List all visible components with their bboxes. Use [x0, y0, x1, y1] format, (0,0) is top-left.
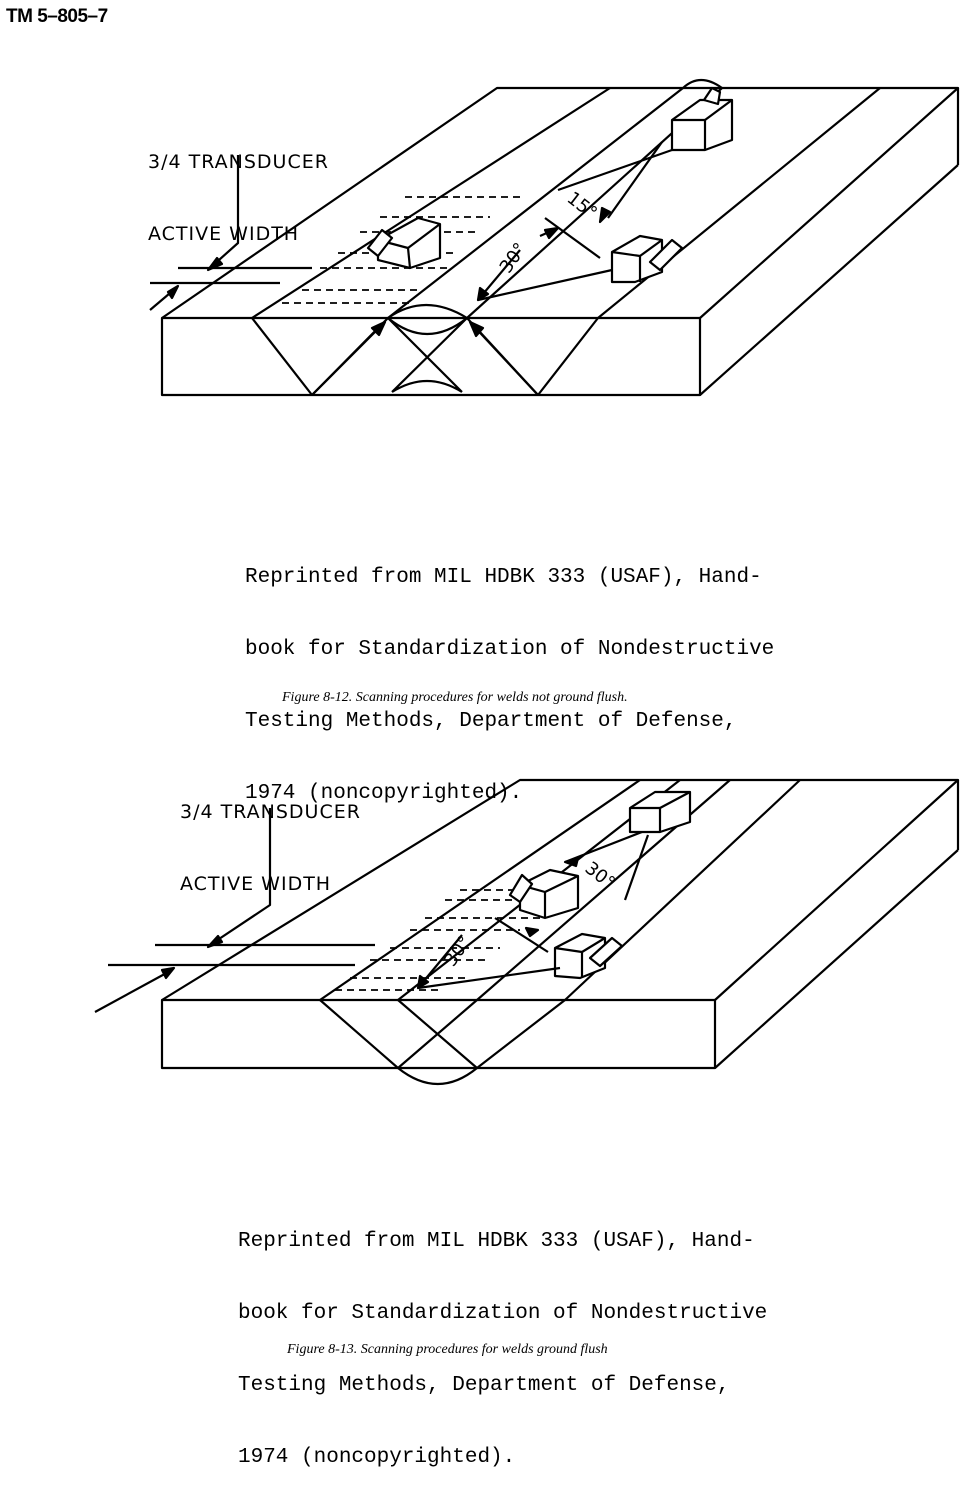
- angle-label-a: 30°: [581, 858, 619, 894]
- label-line-1: 3/4 TRANSDUCER: [180, 801, 361, 823]
- credit-line: 1974 (noncopyrighted).: [245, 782, 523, 805]
- transducer-right: [610, 234, 664, 284]
- angle-label-b: 30°: [440, 932, 476, 970]
- angle-label-a: 15°: [563, 188, 601, 224]
- transducer-width-label: 3/4 TRANSDUCER ACTIVE WIDTH: [148, 102, 329, 270]
- credit-line: Reprinted from MIL HDBK 333 (USAF), Hand…: [245, 566, 762, 589]
- label-line-2: ACTIVE WIDTH: [148, 223, 300, 245]
- label-line-1: 3/4 TRANSDUCER: [148, 151, 329, 173]
- weld-scan-diagram-1: 15° 30°: [149, 78, 960, 397]
- plate-front-face: [160, 316, 702, 397]
- credit-line: Reprinted from MIL HDBK 333 (USAF), Hand…: [238, 1230, 755, 1253]
- credit-line: Testing Methods, Department of Defense,: [238, 1374, 730, 1397]
- plate-top-outline: [161, 86, 960, 319]
- credit-line: book for Standardization of Nondestructi…: [238, 1302, 768, 1325]
- plate-top-outline: [161, 778, 960, 1001]
- credit-line: Testing Methods, Department of Defense,: [245, 710, 737, 733]
- weld-cross-section: [251, 317, 599, 396]
- credit-line: book for Standardization of Nondestructi…: [245, 638, 775, 661]
- weld-scan-diagram-2: 30° 30°: [94, 778, 960, 1086]
- weld-cross-section: [319, 999, 566, 1069]
- weld-crown: [387, 303, 468, 319]
- transducer-left: [376, 216, 442, 270]
- credit-line: 1974 (noncopyrighted).: [238, 1446, 516, 1469]
- document-id: TM 5–805–7: [6, 6, 108, 27]
- label-line-2: ACTIVE WIDTH: [180, 873, 332, 895]
- reprint-credit-1: Reprinted from MIL HDBK 333 (USAF), Hand…: [245, 518, 774, 830]
- figure-caption-2: Figure 8-13. Scanning procedures for wel…: [287, 1342, 608, 1357]
- figure-caption-1: Figure 8-12. Scanning procedures for wel…: [282, 690, 628, 705]
- weld-edge-right: [597, 87, 881, 319]
- reprint-credit-2: Reprinted from MIL HDBK 333 (USAF), Hand…: [238, 1182, 767, 1494]
- transducer-middle: [518, 868, 580, 920]
- weld-edge-left: [251, 87, 611, 319]
- weld-edge-left: [319, 779, 641, 1001]
- transducer-width-label: 3/4 TRANSDUCER ACTIVE WIDTH: [180, 752, 361, 920]
